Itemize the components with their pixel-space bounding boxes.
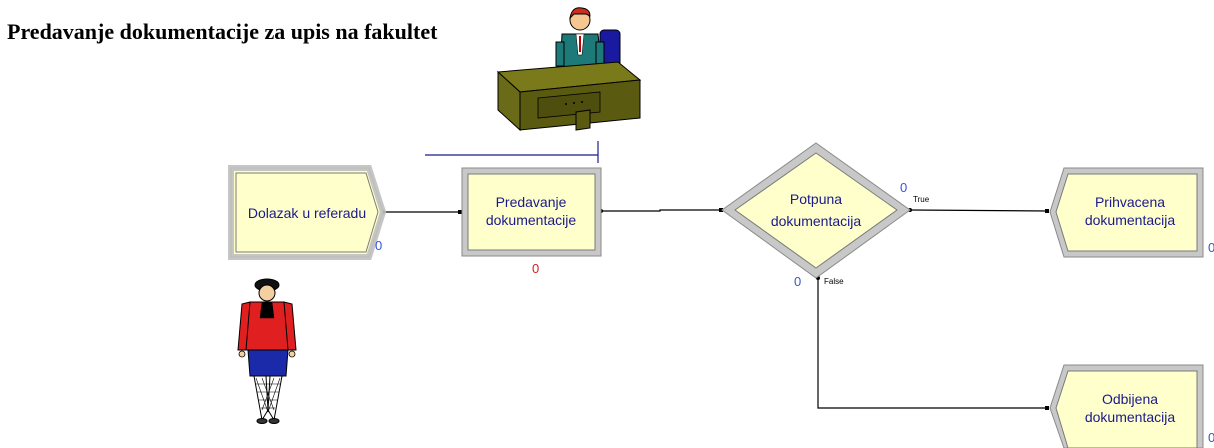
process-module[interactable]: Predavanje dokumentacije	[461, 167, 602, 257]
decide-module-label-line1: Potpuna	[790, 191, 842, 207]
dispose-rejected-label-line1: Odbijena	[1102, 391, 1158, 407]
process-queue	[425, 141, 599, 163]
dispose-rejected-label-line2: dokumentacija	[1085, 409, 1175, 425]
connectors	[383, 209, 1048, 409]
dispose-rejected-module[interactable]: Odbijena dokumentacija	[1049, 364, 1204, 448]
decide-module[interactable]: Potpuna dokumentacija	[721, 142, 911, 279]
decide-false-counter: 0	[794, 274, 801, 289]
process-counter: 0	[532, 261, 539, 276]
decide-true-label: True	[913, 195, 930, 204]
diagram-title: Predavanje dokumentacije za upis na faku…	[7, 19, 438, 44]
process-module-label-line1: Predavanje	[496, 194, 567, 210]
connector-decide-rejected[interactable]	[817, 278, 1047, 409]
decide-module-label-line2: dokumentacija	[771, 213, 861, 229]
entry-point	[719, 208, 723, 212]
dispose-accepted-module[interactable]: Prihvacena dokumentacija	[1049, 167, 1204, 258]
process-module-label-line2: dokumentacije	[486, 212, 576, 228]
connector-process-decide[interactable]	[601, 209, 722, 212]
dispose-accepted-counter: 0	[1208, 240, 1214, 255]
connector-decide-accepted[interactable]	[909, 209, 1048, 212]
entry-point	[1045, 406, 1049, 410]
clerk-at-desk-icon[interactable]	[496, 7, 642, 132]
create-module-label: Dolazak u referadu	[248, 205, 366, 221]
create-counter: 0	[375, 238, 382, 253]
entry-point	[458, 210, 462, 214]
dispose-accepted-label-line2: dokumentacija	[1085, 212, 1175, 228]
dispose-rejected-counter: 0	[1208, 430, 1214, 445]
student-entity-icon[interactable]	[237, 278, 297, 424]
decide-false-label: False	[824, 277, 844, 286]
dispose-accepted-label-line1: Prihvacena	[1095, 194, 1165, 210]
decide-true-counter: 0	[900, 180, 907, 195]
entry-point	[1045, 209, 1049, 213]
create-module[interactable]: Dolazak u referadu	[228, 165, 387, 260]
